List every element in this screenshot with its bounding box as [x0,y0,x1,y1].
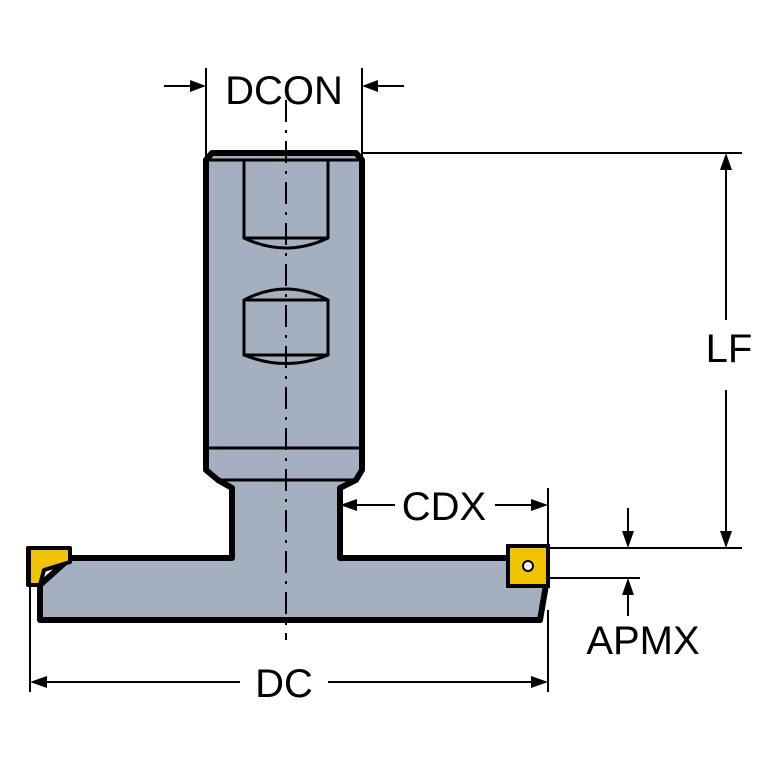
right-insert [506,544,550,588]
arrowheads [30,80,732,688]
tool-body [37,150,549,623]
label-lf: LF [706,327,753,371]
label-apmx: APMX [586,619,699,663]
dimension-lines [29,68,742,692]
label-dc: DC [255,662,313,706]
label-dcon: DCON [225,69,343,113]
label-cdx: CDX [402,485,486,529]
left-insert [26,546,72,587]
